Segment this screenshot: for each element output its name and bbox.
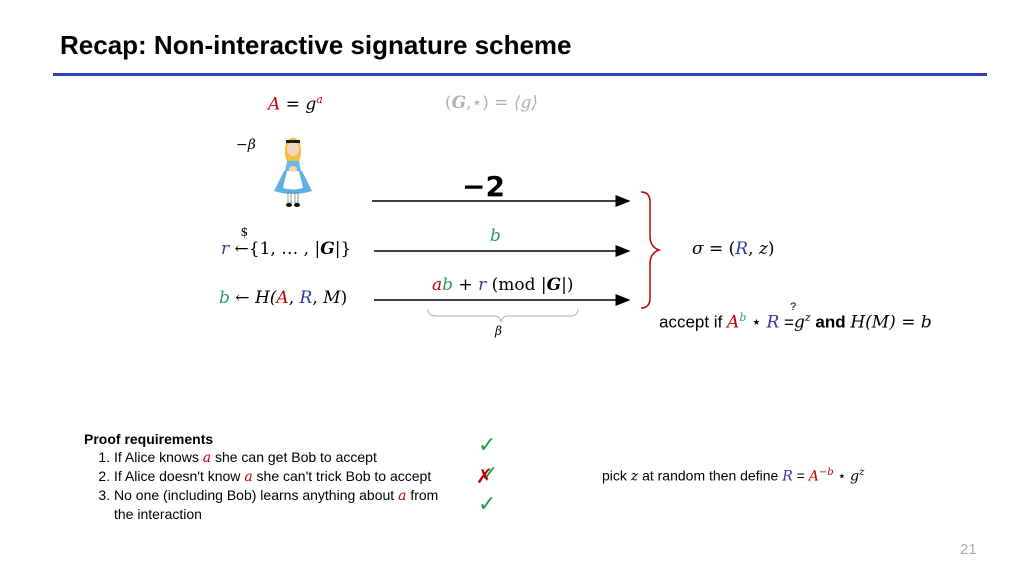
question-mark: ? xyxy=(790,300,797,313)
equals-sign: = xyxy=(494,93,509,113)
exp-neg-b: −b xyxy=(818,467,834,478)
sample-arrow: $← xyxy=(234,225,249,259)
var-r: r xyxy=(221,239,230,259)
right-brace xyxy=(640,191,662,309)
var-sigma: σ xyxy=(692,239,704,259)
check-icon: ✓ xyxy=(480,461,499,486)
group-G: G xyxy=(320,239,335,259)
mod-text: (mod | xyxy=(486,275,547,295)
var-z: z xyxy=(758,239,768,259)
var-R: R xyxy=(735,239,749,259)
var-A: A xyxy=(808,468,819,485)
accept-text: accept if xyxy=(659,312,728,332)
var-a: a xyxy=(398,488,407,504)
item-text: If Alice knows xyxy=(114,449,203,465)
proof-item-2: If Alice doesn't know a she can't trick … xyxy=(114,467,459,486)
arrow1-label: −2 xyxy=(462,170,505,203)
question-equals: ? = xyxy=(784,301,796,333)
group-definition: (G,⋆) = ⟨g⟩ xyxy=(445,93,538,113)
pick-text: at random then define xyxy=(638,467,783,484)
check-icon: ✓ xyxy=(478,432,497,457)
arrow-glyph: ← xyxy=(234,239,249,259)
set-open: {1, … , | xyxy=(248,239,321,259)
item-text: she can get Bob to accept xyxy=(211,449,377,465)
var-A: A xyxy=(268,94,281,115)
simulator-note: pick z at random then define R = A−b ⋆ g… xyxy=(602,467,864,485)
equals-open: = ( xyxy=(703,239,736,259)
var-g: g xyxy=(305,94,317,115)
set-close: |} xyxy=(334,239,352,259)
equals-sign: = xyxy=(784,312,794,332)
title-rule xyxy=(53,73,987,76)
r-sampling: r $←{1, … , |G|} xyxy=(221,225,352,259)
proof-list: If Alice knows a she can get Bob to acce… xyxy=(84,448,459,523)
alice-illustration xyxy=(274,137,312,207)
var-g: g xyxy=(850,468,860,485)
var-b: b xyxy=(219,288,230,308)
item-text: No one (including Bob) learns anything a… xyxy=(114,487,399,503)
plus: + xyxy=(453,275,479,295)
var-a: a xyxy=(244,469,253,485)
generator: ⟨g⟩ xyxy=(513,93,539,113)
var-R: R xyxy=(299,288,313,308)
group-G: G xyxy=(546,275,562,295)
paren-close: ) xyxy=(767,239,775,259)
equals-sign: = xyxy=(285,94,300,115)
proof-heading: Proof requirements xyxy=(84,431,214,447)
comma: , xyxy=(312,288,324,308)
pick-text: pick xyxy=(602,467,631,484)
exponent-a: a xyxy=(316,93,323,106)
paren-close: ) xyxy=(340,288,348,308)
alice-public-key: A = ga xyxy=(268,93,323,115)
var-M: M xyxy=(323,288,341,308)
hash-H: H( xyxy=(254,288,277,308)
b-hash: b ← H(A, R, M) xyxy=(219,288,347,308)
paren-open: ( xyxy=(445,93,452,113)
accept-condition: accept if Ab ⋆ R ? = gz and H(M) = b xyxy=(659,301,932,333)
var-a: a xyxy=(432,275,443,295)
proof-item-1: If Alice knows a she can get Bob to acce… xyxy=(114,448,459,467)
comma: , xyxy=(748,239,759,259)
group-G: G xyxy=(451,93,467,113)
star-op: ⋆ xyxy=(746,312,767,332)
beta-brace xyxy=(427,308,579,323)
paren-close: |) xyxy=(561,275,574,295)
item-text: she can't trick Bob to accept xyxy=(252,468,432,484)
item-text: from the interaction xyxy=(114,487,439,522)
proof-item-3: No one (including Bob) learns anything a… xyxy=(114,486,459,523)
star-op: ⋆ xyxy=(833,467,851,484)
proof-requirements: Proof requirements If Alice knows a she … xyxy=(84,430,459,523)
var-r: r xyxy=(478,275,487,295)
var-R: R xyxy=(766,312,780,333)
arrow-glyph: ← xyxy=(235,288,250,308)
var-A: A xyxy=(727,312,740,333)
check-icon: ✓ xyxy=(478,491,497,516)
hash-check: H(M) = b xyxy=(850,312,932,333)
var-A: A xyxy=(276,288,289,308)
var-g: g xyxy=(793,312,805,333)
slide-number: 21 xyxy=(960,541,977,558)
b-label: b xyxy=(490,226,501,246)
beta-label: β xyxy=(495,324,502,338)
and-text: and xyxy=(810,312,851,332)
paren-close: ) xyxy=(482,93,489,113)
dollar-sign: $ xyxy=(240,225,249,239)
equals-sign: = xyxy=(792,467,809,484)
var-R: R xyxy=(782,468,793,485)
exp-z: z xyxy=(859,467,865,478)
var-b: b xyxy=(442,275,454,295)
exp-b: b xyxy=(739,311,747,324)
exp-z: z xyxy=(804,311,811,324)
z-expression: ab + r (mod |G|) xyxy=(432,275,574,295)
var-z: z xyxy=(630,468,639,485)
group-op: ,⋆ xyxy=(466,93,483,113)
slide-title: Recap: Non-interactive signature scheme xyxy=(60,30,572,60)
item-text: If Alice doesn't know xyxy=(114,468,245,484)
var-a: a xyxy=(202,450,212,466)
cross-icon: ✗ xyxy=(476,466,493,488)
comma: , xyxy=(288,288,300,308)
signature: σ = (R, z) xyxy=(692,239,775,259)
neg-beta-label: −β xyxy=(236,137,256,153)
